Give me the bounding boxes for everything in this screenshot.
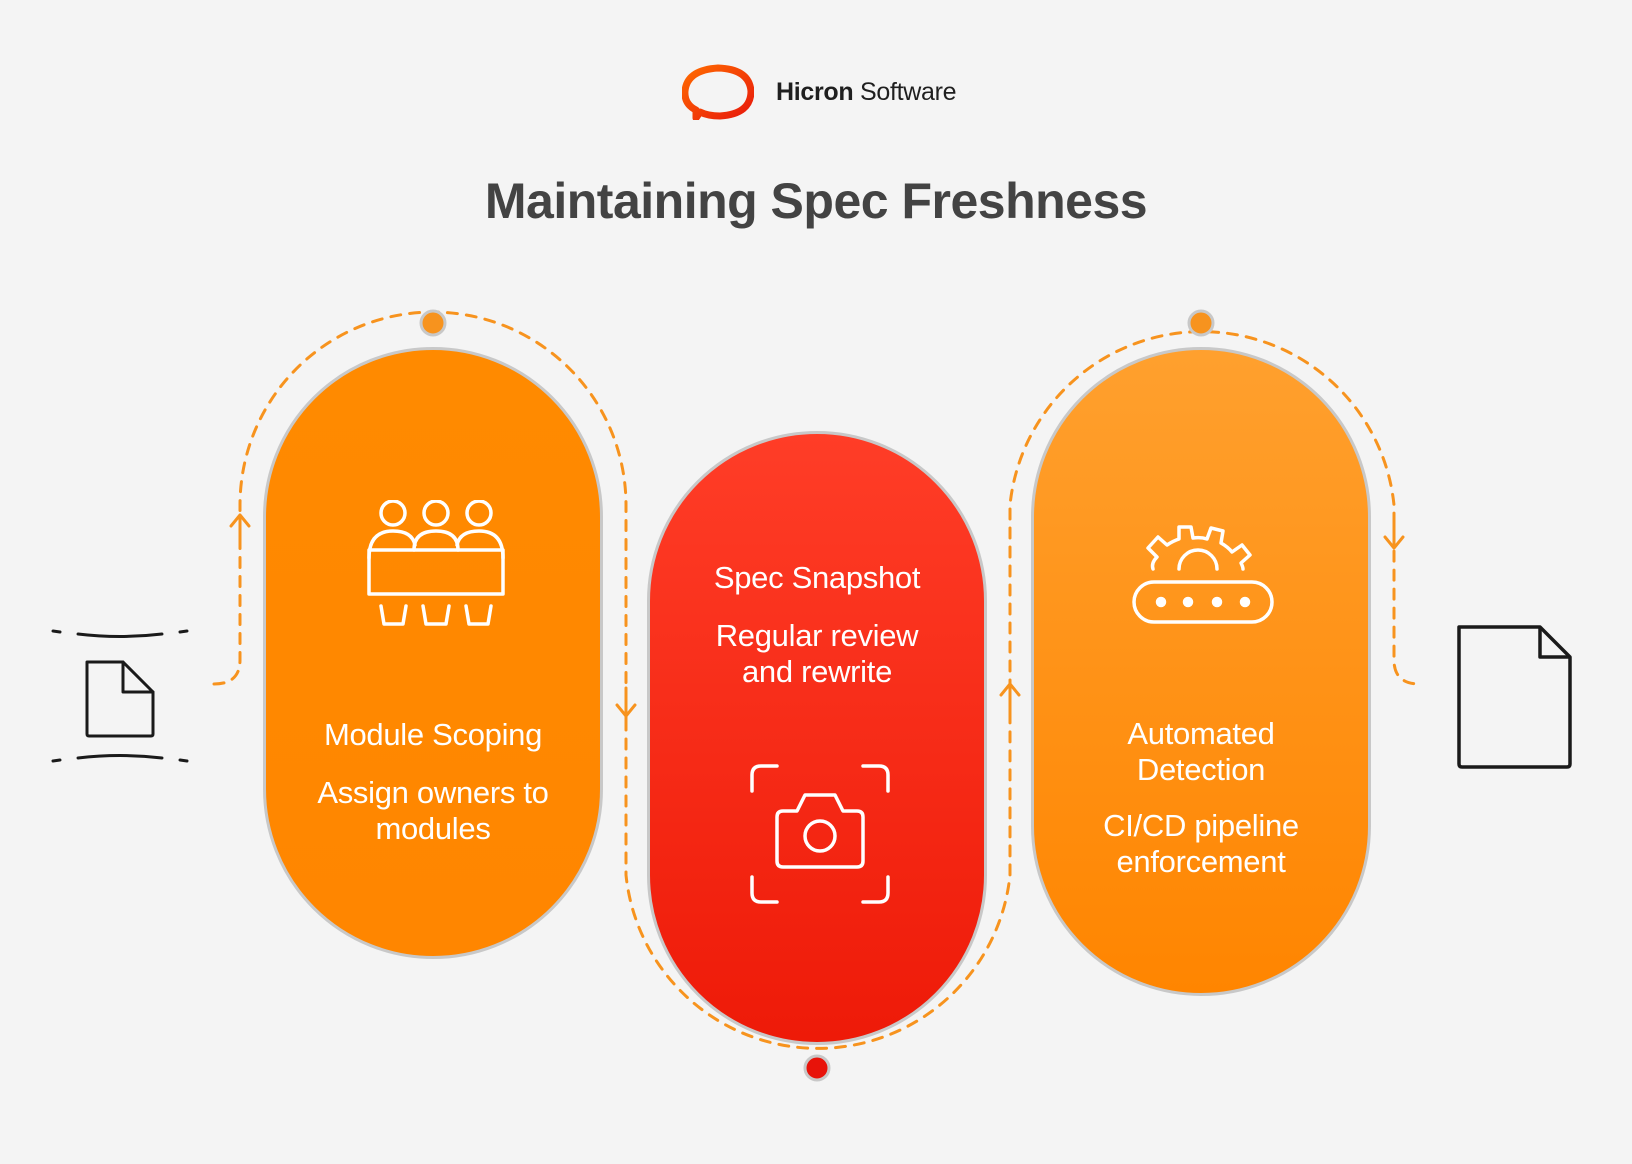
step-heading: Spec Snapshot [713, 560, 921, 595]
step-card-module-scoping: Module Scoping Assign owners to modules [263, 347, 603, 959]
node-dot-2 [803, 1054, 831, 1082]
team-icon [367, 500, 505, 626]
hicron-logo-icon [682, 64, 754, 120]
brand-name: Hicron Software [776, 77, 957, 107]
connector-bend-2 [624, 688, 1012, 1050]
arrow-up-1 [229, 513, 251, 549]
camera-icon [750, 764, 890, 904]
step-description: Regular review and rewrite [715, 618, 919, 689]
brand-name-regular: Software [860, 77, 957, 106]
step-description: Assign owners to modules [317, 775, 549, 846]
arrow-down-2 [615, 686, 637, 718]
brand-name-bold: Hicron [776, 77, 854, 106]
step-heading: Automated Detection [1127, 716, 1275, 787]
step-heading: Module Scoping [323, 717, 543, 752]
step-card-spec-snapshot: Spec Snapshot Regular review and rewrite [647, 431, 987, 1045]
arrow-up-3 [999, 682, 1021, 718]
node-dot-1 [419, 309, 447, 337]
node-dot-3 [1187, 309, 1215, 337]
connector-arch-1 [212, 310, 628, 722]
brand-logo: Hicron Software [682, 64, 957, 120]
page-title: Maintaining Spec Freshness [484, 173, 1148, 229]
document-icon [85, 660, 155, 738]
bracket-lines [51, 629, 189, 763]
step-description: CI/CD pipeline enforcement [1103, 808, 1299, 879]
arrow-down-4 [1383, 518, 1405, 550]
step-card-automated-detection: Automated Detection CI/CD pipeline enfor… [1031, 347, 1371, 996]
conveyor-gear-icon [1132, 525, 1274, 624]
document-icon [1457, 625, 1572, 769]
